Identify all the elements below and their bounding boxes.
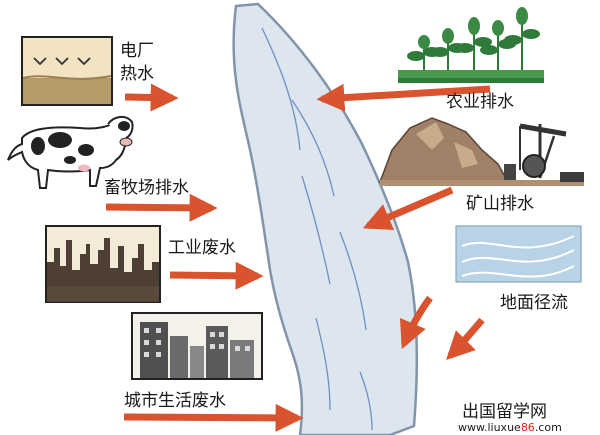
- mine-label: 矿山排水: [466, 194, 534, 214]
- industrial-source: 工业废水: [45, 225, 264, 303]
- runoff-arrow-upper: [399, 295, 433, 350]
- urban-label: 城市生活废水: [124, 391, 226, 411]
- agriculture-source: 农业排水: [316, 7, 544, 112]
- runoff-wave-tile-icon: [455, 225, 582, 283]
- mine-source: 矿山排水: [362, 117, 584, 231]
- power-plant-source: 电厂 热水: [21, 36, 179, 112]
- watermark-url: www.liuxue86.com: [458, 421, 562, 434]
- runoff-label: 地面径流: [500, 293, 568, 313]
- river: [232, 2, 419, 435]
- power-plant-arrow: [124, 83, 179, 112]
- livestock-label: 畜牧场排水: [104, 178, 189, 198]
- agriculture-label: 农业排水: [446, 92, 514, 112]
- livestock-arrow: [105, 193, 218, 222]
- watermark-url-prefix: www.liuxue: [458, 421, 521, 434]
- urban-source: 城市生活废水: [123, 312, 304, 432]
- power-plant-label-line2: 热水: [120, 64, 154, 84]
- runoff-arrow-lower: [446, 317, 485, 360]
- watermark-url-suffix: .com: [535, 421, 562, 434]
- urban-arrow: [123, 403, 304, 432]
- river-current-line: [291, 99, 335, 197]
- river-current-line: [315, 317, 331, 411]
- watermark: 出国留学网 www.liuxue86.com: [458, 402, 562, 434]
- industrial-label: 工业废水: [168, 238, 236, 258]
- city-buildings-icon: [131, 312, 263, 380]
- river-current-line: [261, 27, 301, 151]
- watermark-site-name: 出国留学网: [462, 402, 547, 422]
- river-current-line: [359, 371, 373, 431]
- industrial-arrow: [169, 261, 264, 290]
- mine-heap-pumpjack-icon: [378, 117, 584, 186]
- factory-silhouette-icon: [45, 225, 161, 303]
- agriculture-arrow: [316, 83, 491, 112]
- cow-icon: [7, 116, 134, 189]
- hot-water-panel-icon: [21, 36, 113, 106]
- river-current-line: [339, 231, 367, 331]
- runoff-source: 地面径流: [399, 225, 582, 360]
- crop-row-icon: [398, 7, 544, 83]
- livestock-source: 畜牧场排水: [7, 116, 218, 222]
- river-current-line: [301, 175, 331, 285]
- power-plant-label-line1: 电厂: [120, 41, 154, 61]
- mine-arrow: [362, 186, 454, 231]
- watermark-url-accent: 86: [521, 421, 535, 434]
